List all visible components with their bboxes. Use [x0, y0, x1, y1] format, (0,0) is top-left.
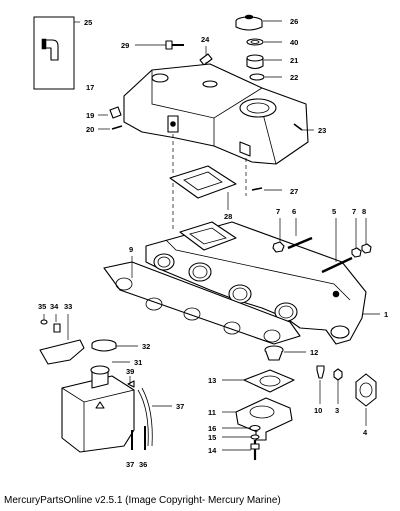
anode-4 — [355, 373, 377, 426]
plug-19 — [98, 106, 122, 119]
callout-35: 35 — [38, 302, 46, 311]
washer-16-15-bolt-14 — [222, 424, 261, 460]
callout-33: 33 — [64, 302, 72, 311]
cap-32 — [91, 339, 138, 352]
callout-21: 21 — [290, 56, 298, 65]
callout-25: 25 — [84, 18, 92, 27]
callout-13: 13 — [208, 376, 216, 385]
manifold-cover-17 — [123, 63, 309, 165]
callout-36: 36 — [139, 460, 147, 469]
screw-23 — [293, 123, 314, 131]
housing-11 — [222, 397, 293, 441]
fitting-3 — [333, 368, 343, 404]
callout-34: 34 — [50, 302, 59, 311]
callout-5: 5 — [332, 207, 336, 216]
nut-7b-8 — [351, 218, 372, 258]
callout-1: 1 — [384, 310, 388, 319]
callout-31: 31 — [134, 358, 142, 367]
callout-39: 39 — [126, 367, 134, 376]
callout-26: 26 — [290, 17, 298, 26]
stud-5 — [321, 218, 353, 274]
callout-16: 16 — [208, 424, 216, 433]
thermostat-12 — [264, 345, 306, 361]
gasket-13 — [222, 369, 295, 393]
fitting-24 — [199, 46, 213, 66]
callout-7a: 7 — [276, 207, 280, 216]
callout-22: 22 — [290, 73, 298, 82]
bracket-33-34-35 — [39, 314, 85, 365]
callout-19: 19 — [86, 111, 94, 120]
copyright-caption: MercuryPartsOnline v2.5.1 (Image Copyrig… — [4, 495, 281, 506]
part-25-inset — [33, 16, 80, 90]
screw-27 — [251, 187, 282, 191]
sensor-10 — [316, 365, 325, 404]
fittings-31-39 — [112, 361, 135, 388]
stud-6 — [287, 218, 313, 250]
callout-8: 8 — [362, 207, 366, 216]
reservoir-tank — [61, 365, 172, 453]
callout-17: 17 — [86, 83, 94, 92]
cap-stack — [235, 14, 282, 81]
callout-28: 28 — [224, 212, 232, 221]
callout-9: 9 — [129, 245, 133, 254]
gasket-28 — [169, 165, 237, 210]
manifold-gasket-9 — [103, 256, 301, 345]
callout-24: 24 — [201, 35, 210, 44]
callout-7b: 7 — [352, 207, 356, 216]
nut-7 — [272, 218, 285, 253]
callout-14: 14 — [208, 446, 217, 455]
bolt-36-37 — [131, 426, 146, 450]
callout-40: 40 — [290, 38, 298, 47]
callout-12: 12 — [310, 348, 318, 357]
callout-6: 6 — [292, 207, 296, 216]
screw-20 — [98, 125, 123, 130]
callout-4: 4 — [363, 428, 368, 437]
callout-20: 20 — [86, 125, 94, 134]
callout-3: 3 — [335, 406, 339, 415]
callout-23: 23 — [318, 126, 326, 135]
exhaust-manifold-1 — [145, 221, 380, 345]
callout-11: 11 — [208, 408, 216, 417]
callout-37a: 37 — [176, 402, 184, 411]
exploded-parts-diagram: 25 26 29 24 40 21 22 17 19 20 23 27 7 6 … — [33, 14, 388, 469]
bolt-29 — [135, 40, 184, 50]
callout-37b: 37 — [126, 460, 134, 469]
callout-15: 15 — [208, 433, 216, 442]
callout-32: 32 — [142, 342, 150, 351]
callout-labels: 25 26 29 24 40 21 22 17 19 20 23 27 7 6 … — [38, 17, 388, 469]
callout-27: 27 — [290, 187, 298, 196]
callout-29: 29 — [121, 41, 129, 50]
callout-10: 10 — [314, 406, 322, 415]
